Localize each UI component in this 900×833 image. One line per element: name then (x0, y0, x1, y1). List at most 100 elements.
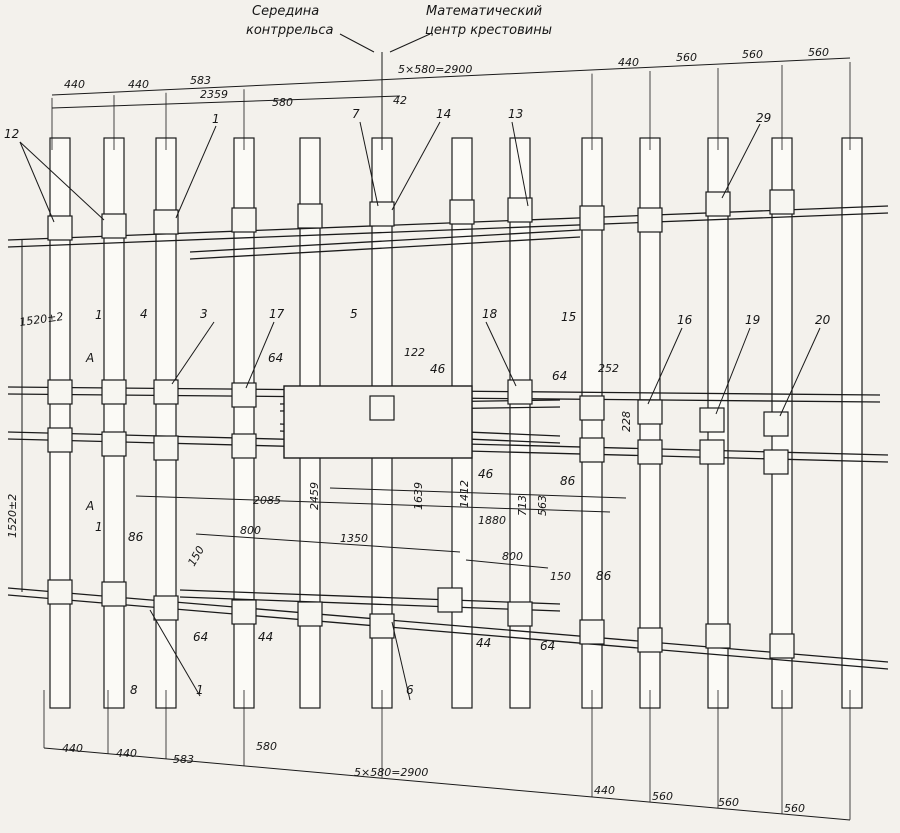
leader-12-b (19, 141, 105, 221)
callout-86-b: 86 (128, 530, 144, 544)
tie-plate-18 (507, 379, 533, 405)
tie-plate-40 (637, 627, 663, 653)
tie-plate-17 (369, 395, 395, 421)
leader-7 (359, 121, 379, 207)
callout-14: 14 (436, 107, 451, 121)
top-dim-580: 580 (272, 96, 293, 109)
tie-plate-2 (101, 213, 127, 239)
callout-46-b: 46 (478, 467, 494, 481)
callout-46-a: 46 (430, 362, 446, 376)
leader-1-top (175, 125, 217, 219)
dim-line-2085 (135, 495, 611, 513)
tie-plate-15 (153, 379, 179, 405)
tie-plate-21 (699, 407, 725, 433)
callout-12: 12 (4, 127, 19, 141)
tie-plate-23 (47, 427, 73, 453)
gauge-top: 1520±2 (19, 310, 65, 329)
tie-plate-1 (47, 215, 73, 241)
dim-122: 122 (404, 346, 425, 359)
callout-6: 6 (406, 683, 414, 697)
callout-1-top: 1 (212, 112, 220, 126)
leader-29 (721, 123, 761, 199)
top-dim-42: 42 (393, 94, 407, 107)
leader-1-bottom (149, 609, 201, 697)
top-dimensions: 440 440 583 5×580=2900 2359 580 42 440 5… (64, 46, 829, 109)
callout-1-bottom-left: 1 (95, 520, 103, 534)
dim-1639: 1639 (412, 482, 425, 510)
bottom-dim-r440: 440 (594, 784, 615, 797)
tie-plate-8 (507, 197, 533, 223)
sleeper-13 (841, 137, 863, 709)
header-left-line2: контррельса (246, 23, 333, 38)
top-dimension-line (51, 57, 851, 96)
tie-plate-34 (231, 599, 257, 625)
dim-563: 563 (536, 495, 549, 516)
callout-64-b: 64 (552, 369, 567, 383)
tie-plate-28 (637, 439, 663, 465)
top-dim-440-a: 440 (64, 78, 85, 91)
bottom-dim-r560-b: 560 (718, 796, 739, 809)
top-dim-r560-a: 560 (676, 51, 697, 64)
tie-plate-16 (231, 382, 257, 408)
callout-44-a: 44 (258, 630, 273, 644)
leader-19 (715, 327, 751, 415)
dim-1350: 1350 (340, 532, 368, 545)
dim-800-a: 800 (240, 524, 261, 537)
dim-line-800 (465, 559, 549, 569)
callout-18: 18 (482, 307, 498, 321)
section-mark-a-top: А (85, 351, 94, 365)
dim-line-1880 (329, 487, 627, 499)
header-left-line1: Середина (252, 4, 319, 19)
tie-plate-9 (579, 205, 605, 231)
callout-86-a: 86 (560, 474, 576, 488)
tie-plate-32 (101, 581, 127, 607)
top-stock-rail-a (7, 205, 889, 241)
leader-14 (391, 121, 441, 211)
top-dim-span: 5×580=2900 (398, 63, 472, 76)
header-labels: Середина контррельса Математический цент… (246, 4, 552, 38)
tie-plate-11 (705, 191, 731, 217)
tie-plate-33 (153, 595, 179, 621)
tie-plate-42 (769, 633, 795, 659)
leader-12-a (19, 141, 55, 223)
top-dim-r440: 440 (618, 56, 639, 69)
leader-17 (245, 321, 275, 389)
dim-line-1350 (195, 533, 461, 553)
bottom-dim-580: 580 (256, 740, 277, 753)
tie-plate-24 (101, 431, 127, 457)
bottom-dimensions: 440 440 583 580 5×580=2900 440 560 560 5… (62, 740, 805, 815)
callout-16: 16 (677, 313, 693, 327)
top-dim-2359: 2359 (200, 88, 228, 101)
top-guard-rail-a (189, 229, 581, 253)
callout-64-d: 64 (540, 639, 555, 653)
top-dim-r560-c: 560 (808, 46, 829, 59)
callout-17: 17 (269, 307, 285, 321)
tie-plate-7 (449, 199, 475, 225)
tie-plate-12 (769, 189, 795, 215)
header-right-line2: центр крестовины (425, 23, 552, 38)
bottom-dim-440-b: 440 (116, 747, 137, 760)
header-right-line1: Математический (426, 4, 542, 19)
tie-plate-4 (231, 207, 257, 233)
section-mark-a-bottom: А (85, 499, 94, 513)
tie-plate-41 (705, 623, 731, 649)
top-stock-rail-b (7, 212, 889, 248)
dim-713: 713 (516, 495, 529, 516)
top-guard-rail-b (189, 236, 581, 260)
tie-plate-31 (47, 579, 73, 605)
leader-3 (171, 321, 215, 385)
top-dim-r560-b: 560 (742, 48, 763, 61)
tie-plate-29 (699, 439, 725, 465)
tie-plate-27 (579, 437, 605, 463)
callout-64-a: 64 (268, 351, 283, 365)
leader-16 (647, 327, 683, 405)
callout-1-left: 1 (95, 308, 103, 322)
callout-44-b: 44 (476, 636, 491, 650)
tie-plate-25 (153, 435, 179, 461)
callout-7: 7 (352, 107, 360, 121)
callout-13: 13 (508, 107, 523, 121)
tie-plate-6 (369, 201, 395, 227)
leader-20 (779, 327, 821, 417)
dim-150-a: 150 (185, 544, 207, 569)
